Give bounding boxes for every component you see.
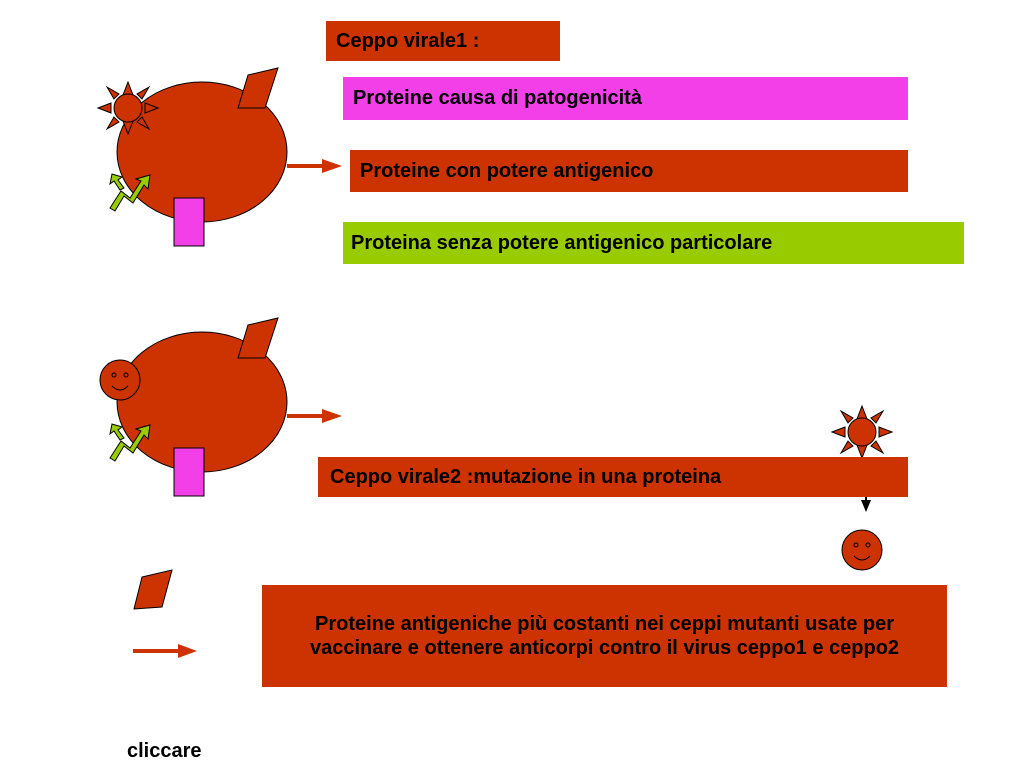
neutral-protein-label: Proteina senza potere antigenico partico…	[351, 231, 773, 254]
virus-strain1	[97, 67, 342, 247]
right-arrow-icon	[133, 644, 197, 658]
rhombus-icon	[133, 569, 173, 610]
right-arrow-icon	[287, 409, 342, 423]
strain2-label: Ceppo virale2 :mutazione in una proteina	[330, 465, 722, 488]
sun-icon	[831, 405, 893, 459]
pathogenic-protein-box: Proteine causa di patogenicità	[343, 77, 908, 120]
strain1-title-box: Ceppo virale1 :	[326, 21, 560, 61]
rectangle-icon	[173, 447, 205, 497]
stable-antigen-label: Proteine antigeniche più costanti nei ce…	[309, 613, 900, 659]
rhombus-icon	[237, 67, 279, 109]
stable-antigen-box: Proteine antigeniche più costanti nei ce…	[262, 585, 947, 687]
pathogenic-protein-label: Proteine causa di patogenicità	[353, 87, 642, 109]
strain2-box: Ceppo virale2 :mutazione in una proteina	[318, 457, 908, 497]
antigenic-protein-box: Proteine con potere antigenico	[350, 150, 908, 192]
rhombus-icon	[237, 317, 279, 359]
rectangle-icon	[173, 197, 205, 247]
click-prompt[interactable]: cliccare	[127, 740, 202, 762]
legend	[133, 569, 197, 658]
neutral-protein-box: Proteina senza potere antigenico partico…	[343, 222, 964, 264]
antigenic-protein-label: Proteine con potere antigenico	[360, 159, 654, 182]
strain1-title: Ceppo virale1 :	[336, 29, 480, 52]
right-arrow-icon	[287, 159, 342, 173]
smiley-icon	[99, 359, 141, 401]
virus-strain2	[99, 317, 342, 497]
smiley-icon	[841, 529, 883, 571]
